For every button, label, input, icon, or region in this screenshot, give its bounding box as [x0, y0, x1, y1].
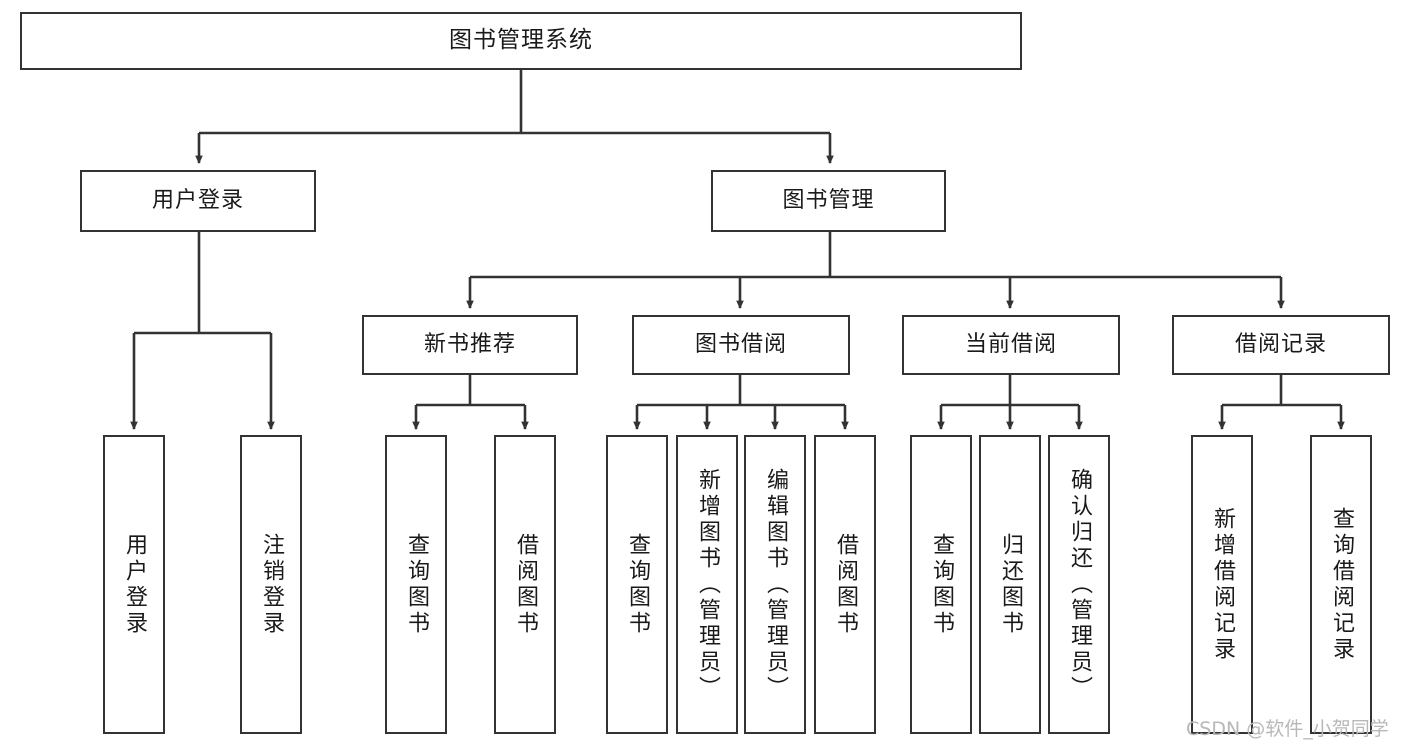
- leaf-borrow-record-add[interactable]: 新增借阅记录: [1191, 435, 1253, 734]
- leaf-current-borrow-confirm-label: 确认归还（管理员）: [1067, 467, 1092, 702]
- leaf-user-login-login[interactable]: 用户登录: [103, 435, 165, 734]
- leaf-book-borrow-query[interactable]: 查询图书: [606, 435, 668, 734]
- leaf-new-book-query-label: 查询图书: [404, 532, 429, 637]
- node-book-management[interactable]: 图书管理: [711, 170, 946, 232]
- node-borrow-record[interactable]: 借阅记录: [1172, 315, 1390, 375]
- node-book-borrow-label: 图书借阅: [694, 332, 787, 358]
- node-new-book-recommend[interactable]: 新书推荐: [362, 315, 578, 375]
- leaf-current-borrow-query-label: 查询图书: [929, 532, 954, 637]
- node-root[interactable]: 图书管理系统: [20, 12, 1022, 70]
- leaf-user-login-logout[interactable]: 注销登录: [240, 435, 302, 734]
- leaf-book-borrow-borrow[interactable]: 借阅图书: [814, 435, 876, 734]
- leaf-new-book-borrow[interactable]: 借阅图书: [494, 435, 556, 734]
- leaf-current-borrow-return-label: 归还图书: [998, 532, 1023, 637]
- node-current-borrow[interactable]: 当前借阅: [902, 315, 1120, 375]
- leaf-book-borrow-add-label: 新增图书（管理员）: [695, 467, 720, 702]
- node-book-borrow[interactable]: 图书借阅: [632, 315, 850, 375]
- node-new-book-recommend-label: 新书推荐: [423, 332, 516, 358]
- leaf-book-borrow-borrow-label: 借阅图书: [833, 532, 858, 637]
- node-user-login[interactable]: 用户登录: [80, 170, 316, 232]
- leaf-new-book-borrow-label: 借阅图书: [513, 532, 538, 637]
- leaf-borrow-record-add-label: 新增借阅记录: [1210, 506, 1235, 663]
- node-user-login-label: 用户登录: [151, 188, 244, 214]
- leaf-new-book-query[interactable]: 查询图书: [385, 435, 447, 734]
- leaf-borrow-record-query[interactable]: 查询借阅记录: [1310, 435, 1372, 734]
- node-root-label: 图书管理系统: [449, 27, 593, 54]
- leaf-user-login-logout-label: 注销登录: [259, 532, 284, 637]
- leaf-book-borrow-add[interactable]: 新增图书（管理员）: [676, 435, 738, 734]
- leaf-book-borrow-edit[interactable]: 编辑图书（管理员）: [744, 435, 806, 734]
- leaf-current-borrow-confirm[interactable]: 确认归还（管理员）: [1048, 435, 1110, 734]
- leaf-user-login-login-label: 用户登录: [122, 532, 147, 637]
- node-current-borrow-label: 当前借阅: [964, 332, 1057, 358]
- leaf-borrow-record-query-label: 查询借阅记录: [1329, 506, 1354, 663]
- node-borrow-record-label: 借阅记录: [1234, 332, 1327, 358]
- watermark: CSDN @软件_小贺同学: [1186, 718, 1389, 740]
- leaf-book-borrow-edit-label: 编辑图书（管理员）: [763, 467, 788, 702]
- leaf-book-borrow-query-label: 查询图书: [625, 532, 650, 637]
- leaf-current-borrow-query[interactable]: 查询图书: [910, 435, 972, 734]
- leaf-current-borrow-return[interactable]: 归还图书: [979, 435, 1041, 734]
- node-book-management-label: 图书管理: [782, 188, 875, 214]
